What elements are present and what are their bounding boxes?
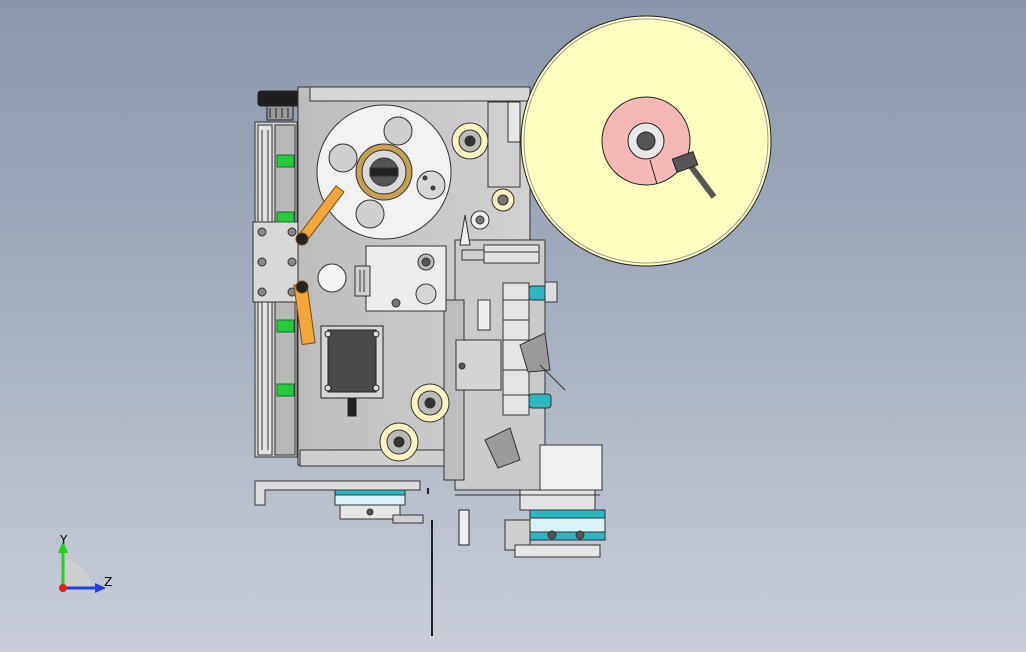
peel-mechanism bbox=[455, 299, 566, 469]
rewind-disk bbox=[316, 104, 452, 240]
bottom-left-cylinder bbox=[254, 480, 424, 524]
stepper-motor bbox=[320, 325, 384, 417]
upper-right-bracket bbox=[459, 101, 540, 264]
long-rod bbox=[427, 488, 470, 636]
bottom-cylinder-assembly bbox=[455, 444, 606, 558]
center-bracket bbox=[317, 245, 447, 312]
left-rail-assembly bbox=[252, 121, 304, 458]
label-roll bbox=[520, 15, 772, 267]
z-axis-label: Z bbox=[104, 575, 113, 589]
guide-rollers bbox=[379, 122, 515, 462]
vertical-cylinder bbox=[502, 281, 558, 416]
adjust-knob bbox=[257, 90, 307, 121]
coordinate-triad-icon bbox=[58, 541, 106, 593]
y-axis-label: Y bbox=[60, 533, 68, 547]
orange-tension-arms bbox=[293, 185, 345, 346]
green-slider-blocks bbox=[276, 154, 295, 397]
